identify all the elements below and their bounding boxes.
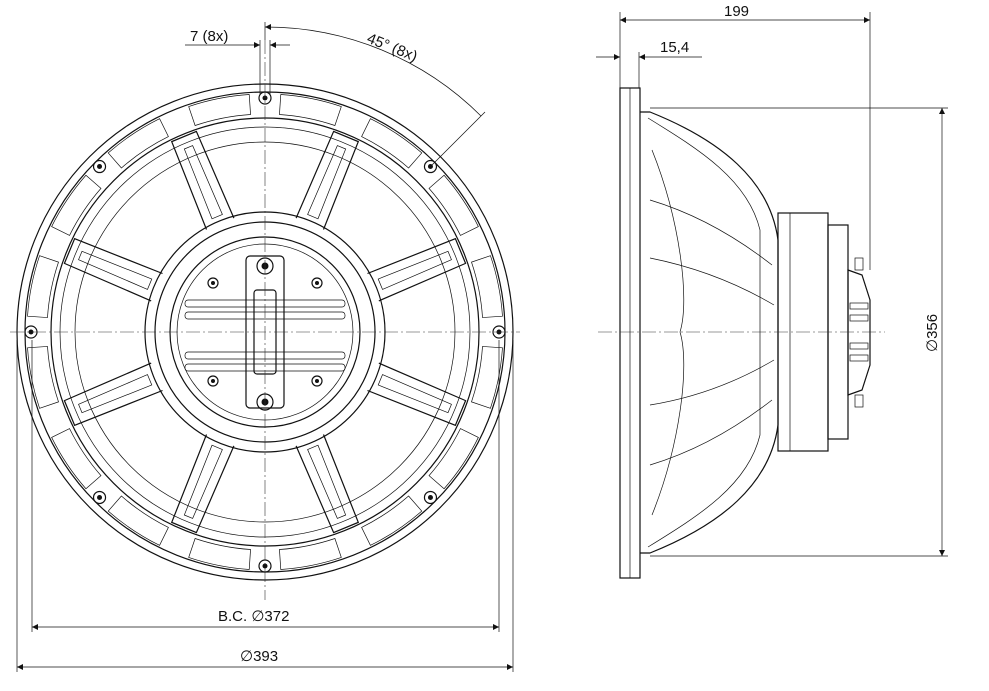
mounting-hole-center [28,329,34,335]
frame-vent-slot [279,94,342,126]
frame-spoke [295,130,360,230]
spoke-rib [307,444,347,519]
outer-diameter-label: ∅393 [240,648,278,665]
frame-vent-slot [107,118,169,169]
spoke-rib [183,444,223,519]
spoke-rib [307,145,347,220]
frame-vent-slot [188,94,251,126]
front-dimensions: 7 (8x) 45° (8x) B.C. ∅372 ∅393 [16,22,514,672]
side-dimensions: 199 15,4 ∅356 [596,3,948,557]
mounting-hole-center [97,164,103,170]
frame-spoke [295,434,360,534]
frame-vent-slot [27,255,59,318]
hole-size-label: 7 (8x) [190,28,228,45]
frame-vent-slot [428,428,479,490]
side-view [598,87,885,579]
frame-vent-slot [471,255,503,318]
frame-vent-slot [361,118,423,169]
frame-vent-slot [51,428,102,490]
motor-screw [207,277,219,289]
spoke-rib [183,145,223,220]
frame-vent-slot [428,174,479,236]
mounting-hole-center [97,494,103,500]
frame-vent-slot [27,346,59,409]
spoke-rib [78,250,153,290]
motor-screw [311,277,323,289]
motor-screw-center [211,379,215,383]
flange-thickness-label: 15,4 [660,39,689,56]
frame-vent-slot [188,538,251,570]
mounting-hole [423,490,438,505]
motor-screw-center [315,379,319,383]
bolt-circle-label: B.C. ∅372 [218,608,289,625]
frame-spoke [170,130,235,230]
spoke-rib [377,374,452,414]
frame-vent-slot [51,174,102,236]
motor-screw [311,375,323,387]
motor-screw-center [315,281,319,285]
motor-screw-center [211,281,215,285]
frame-spoke [63,362,163,427]
mounting-hole-center [262,563,268,569]
frame-vent-slot [279,538,342,570]
mounting-hole [423,159,438,174]
frame-spoke [367,237,467,302]
mounting-hole [92,490,107,505]
front-view [10,40,520,600]
cutout-diameter-label: ∅356 [924,314,941,352]
frame-vent-slot [361,495,423,546]
frame-spoke [170,434,235,534]
frame-vent-slot [471,346,503,409]
frame-spoke [63,237,163,302]
angle-label: 45° (8x) [365,30,420,65]
frame-spoke [367,362,467,427]
mounting-hole [92,159,107,174]
mounting-hole-center [427,494,433,500]
frame-vent-slot [107,495,169,546]
spoke-rib [377,250,452,290]
spoke-rib [78,374,153,414]
depth-label: 199 [724,3,749,20]
motor-screw [207,375,219,387]
